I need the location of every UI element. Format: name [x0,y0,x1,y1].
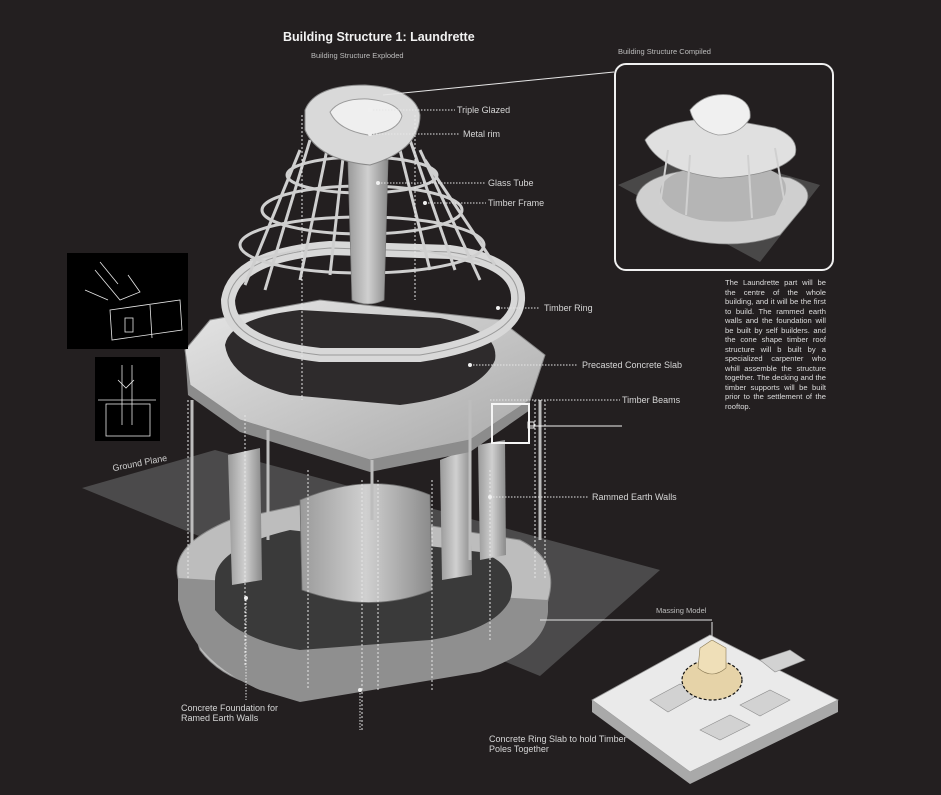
detail-highlight [491,403,530,444]
label-glass-tube: Glass Tube [488,178,534,188]
compiled-structure-drawing [618,94,820,262]
footing-detail-sketch [95,357,160,441]
label-timber-frame: Timber Frame [488,198,545,208]
exploded-subtitle: Building Structure Exploded [311,51,404,60]
compiled-inset-frame [614,63,834,271]
skylight-cap [304,84,421,166]
callout-dots [244,108,500,692]
label-massing-model: Massing Model [656,606,707,615]
glass-tube [347,159,389,305]
label-timber-ring: Timber Ring [544,303,593,313]
rammed-earth-walls [228,440,506,603]
label-metal-rim: Metal rim [463,129,501,139]
detail-marker [527,421,535,429]
massing-model [591,622,839,784]
description-text: The Laundrette part will be the centre o… [725,278,826,411]
compiled-subtitle: Building Structure Compiled [618,47,711,56]
label-triple-glazed: Triple Glazed [457,105,511,115]
inset-connector [382,71,615,96]
timber-poles [190,400,542,560]
joint-detail-sketch [67,253,188,349]
callout-leaders [245,109,620,730]
page-title: Building Structure 1: Laundrette [283,30,475,44]
label-precast-slab: Precasted Concrete Slab [582,360,683,370]
label-concrete-foundation: Concrete Foundation for Ramed Earth Wall… [181,703,279,723]
timber-ring [220,240,525,362]
label-concrete-ring-slab: Concrete Ring Slab to hold Timber Poles … [489,734,627,754]
label-rammed-earth: Rammed Earth Walls [592,492,677,502]
label-timber-beams: Timber Beams [622,395,681,405]
